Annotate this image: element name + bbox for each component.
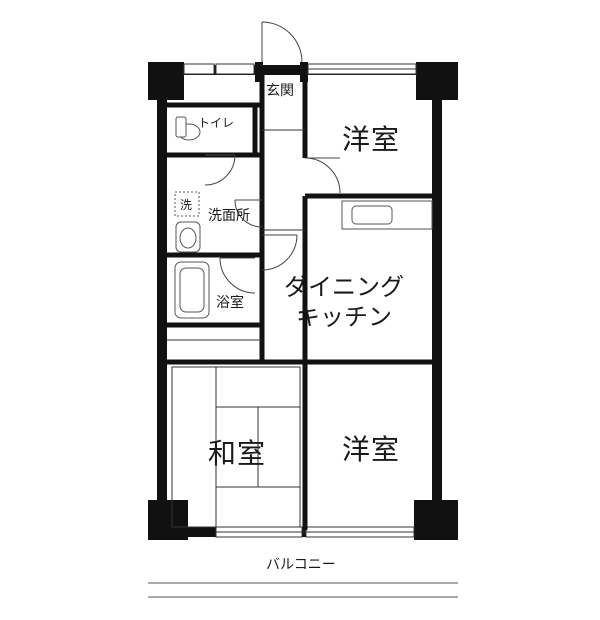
pillar-entrance — [255, 62, 263, 82]
bath-label: 浴室 — [216, 295, 244, 311]
pillar-top-right — [416, 62, 458, 100]
pillar-top-left — [148, 62, 184, 100]
thin-lines — [167, 129, 305, 341]
doors — [204, 21, 341, 294]
western-room-bottom-label: 洋室 — [342, 433, 401, 466]
dining-kitchen-line2: キッチン — [296, 303, 392, 331]
balcony-label: バルコニー — [266, 557, 336, 573]
washer-mark: 洗 — [180, 198, 193, 212]
entrance-label: 玄関 — [266, 83, 294, 99]
tatami — [171, 366, 301, 528]
japanese-room-label: 和室 — [208, 437, 267, 470]
top-windows — [183, 63, 417, 75]
western-room-top-label: 洋室 — [342, 123, 401, 156]
pillar-bottom-right — [414, 500, 458, 540]
pillar-bottom-left — [148, 500, 188, 540]
balcony-lines — [148, 582, 458, 598]
toilet-label: トイレ — [198, 116, 235, 130]
dining-kitchen-line1: ダイニング — [284, 273, 404, 301]
fixtures — [174, 116, 433, 319]
washroom-label: 洗面所 — [208, 208, 250, 224]
dining-kitchen-label: ダイニング キッチン — [284, 272, 404, 332]
bottom-windows — [215, 526, 415, 538]
